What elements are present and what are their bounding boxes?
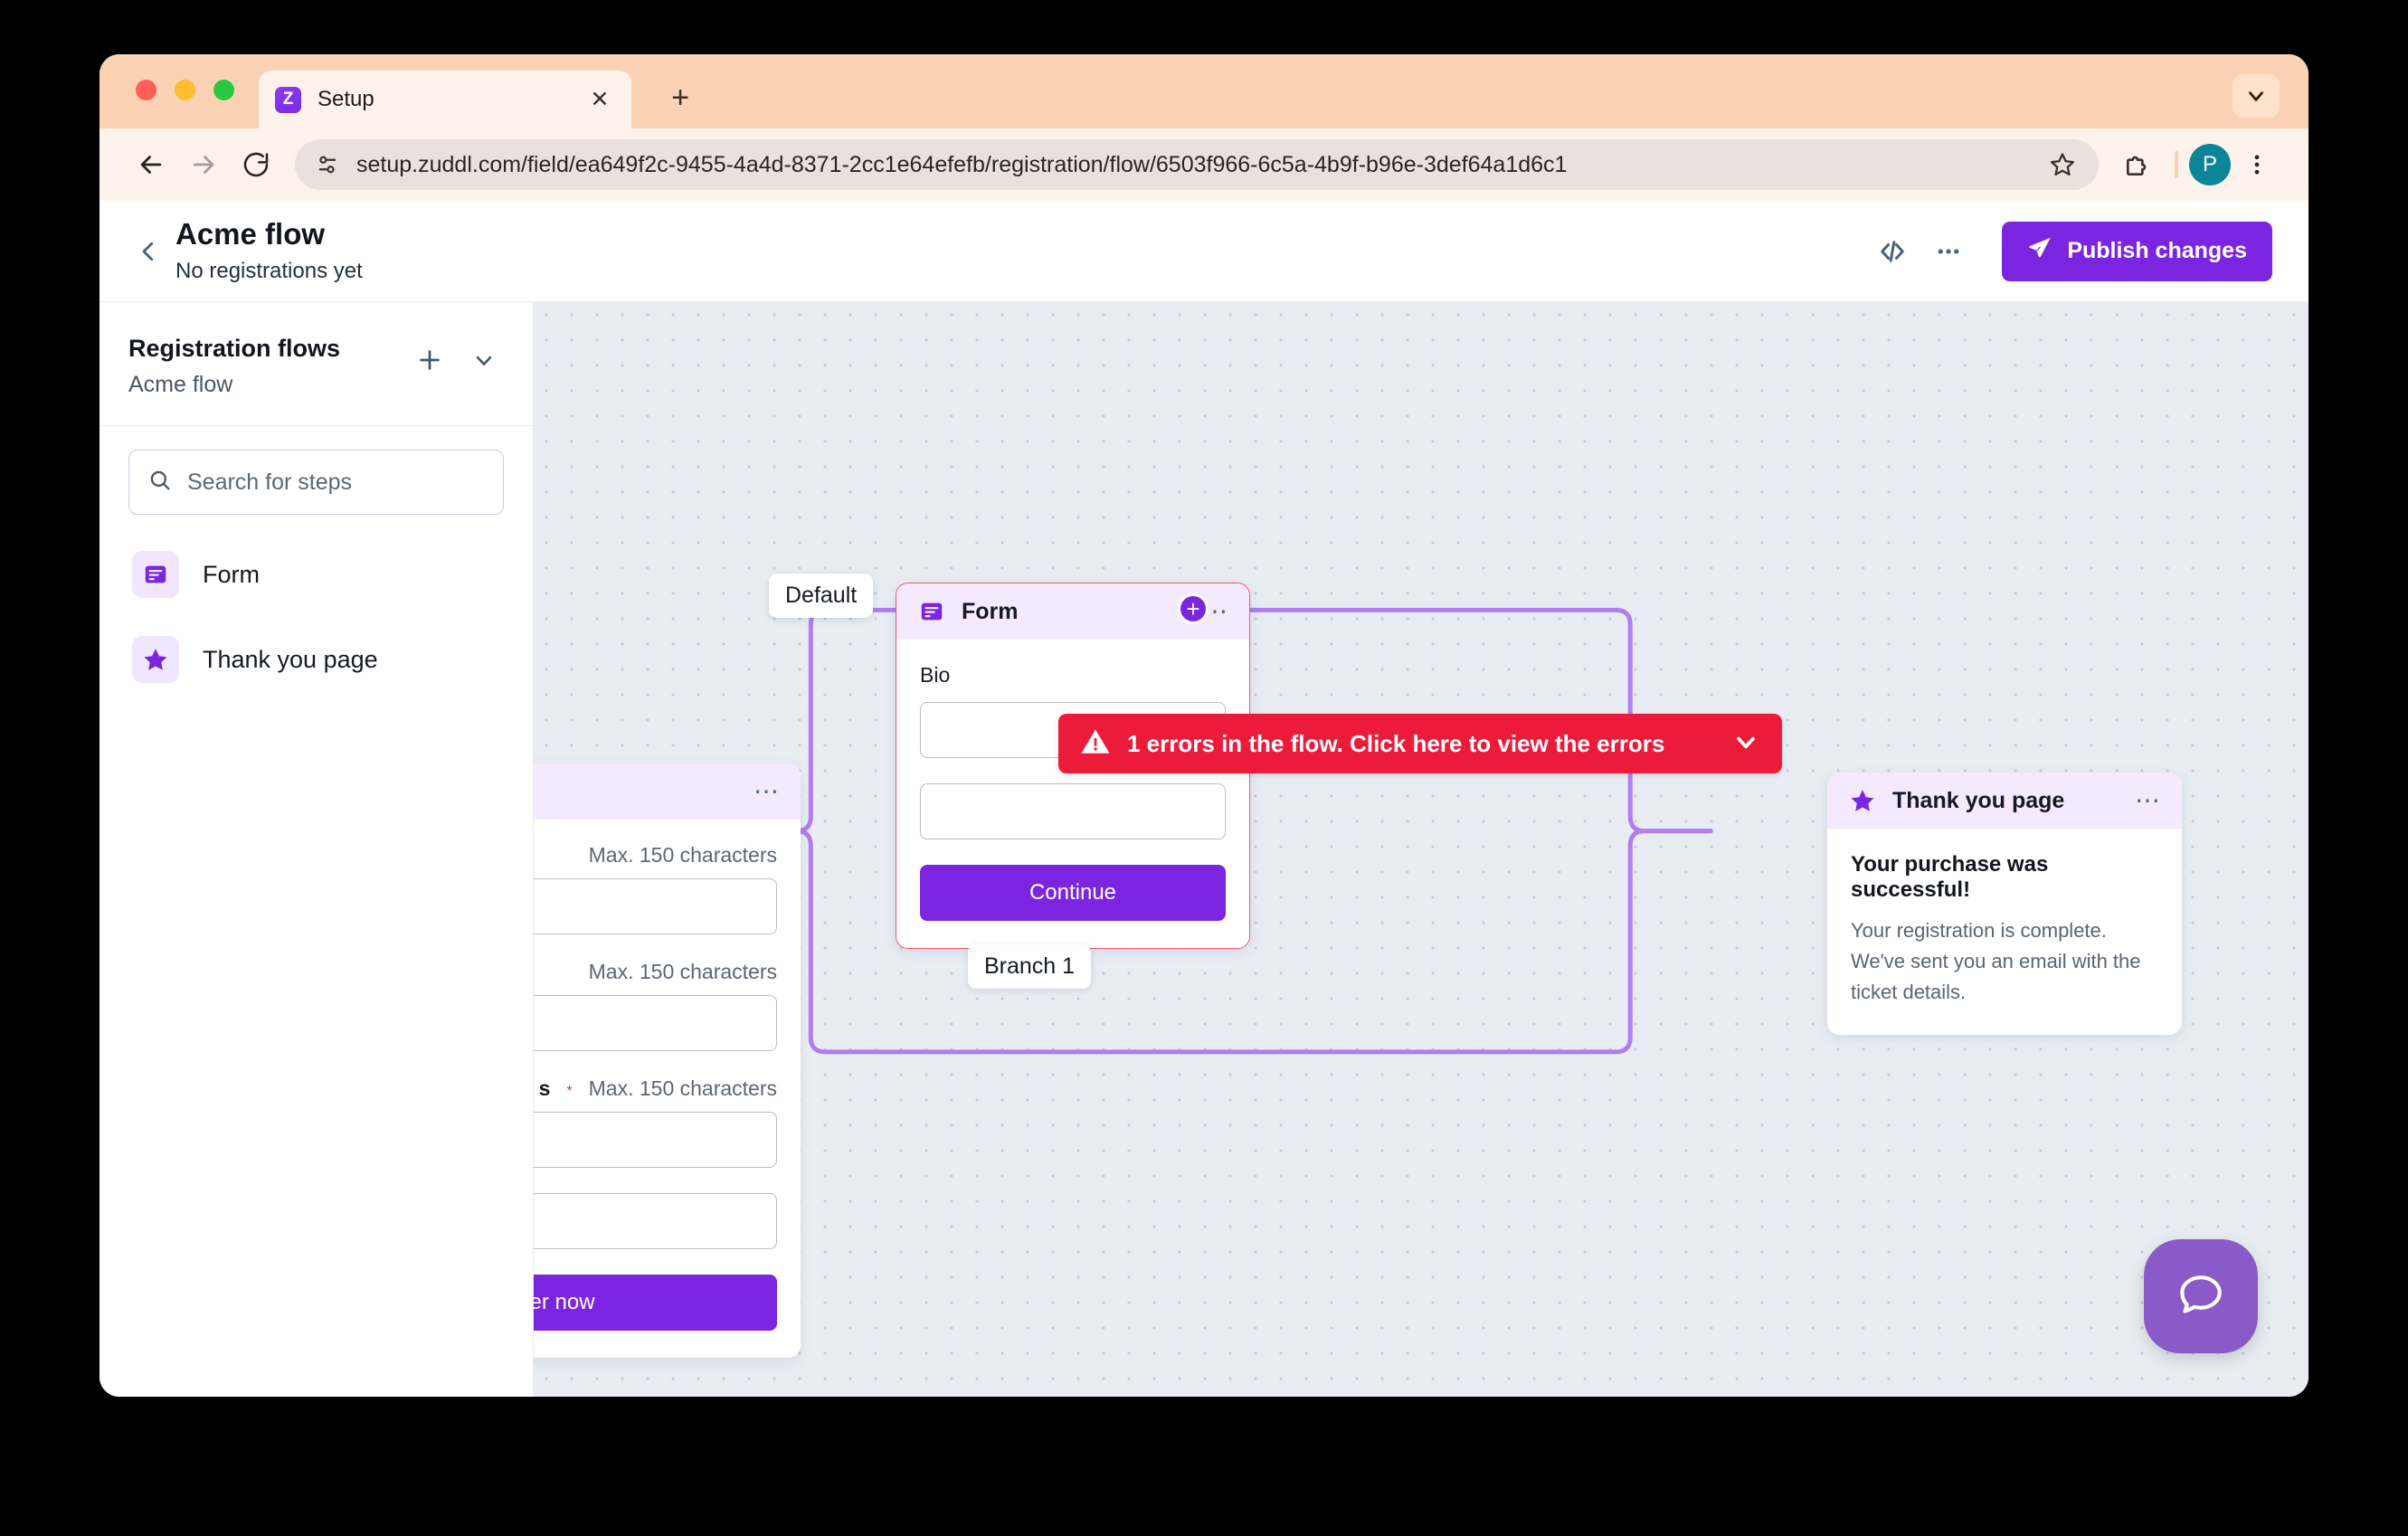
text-input[interactable] bbox=[920, 783, 1226, 839]
page-subtitle: No registrations yet bbox=[175, 258, 363, 283]
forward-icon[interactable] bbox=[177, 138, 230, 191]
close-icon[interactable]: ✕ bbox=[590, 86, 610, 112]
more-options-icon[interactable] bbox=[1920, 226, 1977, 277]
add-flow-icon[interactable] bbox=[410, 340, 450, 380]
bookmark-star-icon[interactable] bbox=[2041, 151, 2084, 178]
browser-menu-icon[interactable] bbox=[2231, 138, 2283, 191]
tab-strip: Z Setup ✕ + bbox=[100, 54, 2308, 128]
thank-you-body: Your registration is complete. We've sen… bbox=[1851, 919, 2141, 1004]
page-title: Acme flow bbox=[175, 217, 326, 251]
node-title: Thank you page bbox=[1892, 787, 2065, 813]
back-chevron-icon[interactable] bbox=[127, 230, 170, 273]
star-icon bbox=[132, 636, 179, 683]
header-actions: Publish changes bbox=[1864, 221, 2272, 281]
field-hint: Max. 150 characters bbox=[588, 960, 777, 983]
zuddl-favicon-icon: Z bbox=[275, 86, 301, 113]
app-header: Acme flow No registrations yet Publish c… bbox=[100, 201, 2308, 302]
publish-changes-label: Publish changes bbox=[2067, 238, 2247, 263]
new-tab-button[interactable]: + bbox=[671, 81, 689, 115]
continue-button[interactable]: Continue bbox=[920, 865, 1226, 921]
node-body: Your purchase was successful! Your regis… bbox=[1827, 829, 2182, 1036]
branch-label-branch1[interactable]: Branch 1 bbox=[968, 944, 1092, 989]
form-icon bbox=[916, 596, 947, 627]
browser-window: Z Setup ✕ + setup.zuddl.com/field/ea649f… bbox=[100, 54, 2308, 1397]
reload-icon[interactable] bbox=[230, 138, 282, 191]
search-steps-field[interactable] bbox=[128, 450, 504, 515]
search-icon bbox=[147, 468, 173, 498]
thank-you-title: Your purchase was successful! bbox=[1851, 852, 2049, 902]
branch-label-default[interactable]: Default bbox=[769, 574, 874, 618]
text-input[interactable] bbox=[534, 1193, 777, 1249]
search-input[interactable] bbox=[187, 469, 485, 496]
node-title: Form bbox=[962, 598, 1019, 624]
sidebar-steps-list: Form Thank you page bbox=[100, 515, 533, 708]
url-text: setup.zuddl.com/field/ea649f2c-9455-4a4d… bbox=[356, 151, 1568, 177]
field-row: Max. 150 characters bbox=[534, 960, 777, 984]
field-label: s bbox=[538, 1076, 551, 1100]
close-window-button[interactable] bbox=[136, 80, 156, 100]
warning-icon bbox=[1080, 726, 1111, 762]
flow-node-left-form[interactable]: ⋯ Max. 150 characters Max. 150 character… bbox=[534, 763, 801, 1358]
address-bar[interactable]: setup.zuddl.com/field/ea649f2c-9455-4a4d… bbox=[295, 139, 2099, 190]
extensions-icon[interactable] bbox=[2111, 138, 2164, 191]
error-banner-text: 1 errors in the flow. Click here to view… bbox=[1127, 729, 1665, 757]
more-options-icon[interactable]: ⋯ bbox=[754, 776, 781, 805]
avatar[interactable]: P bbox=[2189, 144, 2231, 185]
app-root: Acme flow No registrations yet Publish c… bbox=[100, 201, 2308, 1397]
sidebar-header-actions bbox=[410, 335, 504, 380]
field-label: Bio bbox=[920, 663, 951, 687]
node-header: Thank you page ⋯ bbox=[1827, 773, 2182, 829]
site-settings-icon[interactable] bbox=[309, 152, 346, 177]
sidebar-header: Registration flows Acme flow bbox=[100, 302, 533, 426]
node-body: Max. 150 characters Max. 150 characters … bbox=[534, 820, 801, 1358]
embed-code-icon[interactable] bbox=[1864, 226, 1920, 277]
field-hint: Max. 150 characters bbox=[588, 1076, 777, 1100]
sidebar-title: Registration flows bbox=[128, 335, 341, 362]
sidebar-header-texts: Registration flows Acme flow bbox=[128, 335, 410, 398]
add-step-icon[interactable]: + bbox=[1178, 593, 1209, 624]
sidebar-item-thank-you-page[interactable]: Thank you page bbox=[125, 623, 507, 696]
text-input[interactable] bbox=[534, 878, 777, 934]
field-row: s * Max. 150 characters bbox=[534, 1076, 777, 1101]
field-row: Max. 150 characters bbox=[534, 843, 777, 868]
toolbar-divider bbox=[2175, 151, 2178, 178]
text-input[interactable] bbox=[534, 1112, 777, 1168]
node-body: Bio Continue bbox=[896, 640, 1249, 948]
chat-bubble-icon bbox=[2173, 1266, 2229, 1327]
minimize-window-button[interactable] bbox=[175, 80, 195, 100]
text-input[interactable] bbox=[534, 995, 777, 1051]
header-titles: Acme flow No registrations yet bbox=[175, 218, 363, 283]
more-options-icon[interactable]: ⋯ bbox=[2135, 785, 2162, 814]
sidebar: Registration flows Acme flow bbox=[100, 302, 534, 1397]
window-traffic-lights bbox=[136, 80, 234, 100]
required-marker: * bbox=[566, 1084, 573, 1099]
back-icon[interactable] bbox=[125, 138, 177, 191]
publish-changes-button[interactable]: Publish changes bbox=[2002, 221, 2272, 281]
sidebar-search-wrap bbox=[100, 426, 533, 515]
flow-canvas[interactable]: 1 errors in the flow. Click here to view… bbox=[534, 302, 2308, 1397]
chevron-down-icon[interactable] bbox=[464, 340, 504, 380]
chevron-down-icon[interactable] bbox=[1731, 727, 1760, 761]
tab-title: Setup bbox=[318, 87, 374, 111]
browser-tab[interactable]: Z Setup ✕ bbox=[259, 71, 631, 128]
form-icon bbox=[132, 551, 179, 598]
star-icon bbox=[1847, 785, 1878, 816]
browser-toolbar: setup.zuddl.com/field/ea649f2c-9455-4a4d… bbox=[100, 128, 2308, 201]
send-icon bbox=[2027, 235, 2052, 267]
field-hint: Max. 150 characters bbox=[588, 843, 777, 867]
sidebar-item-form[interactable]: Form bbox=[125, 538, 507, 611]
sidebar-item-label: Form bbox=[203, 560, 260, 588]
chevron-down-icon[interactable] bbox=[2233, 74, 2280, 118]
chat-support-button[interactable] bbox=[2144, 1239, 2258, 1353]
maximize-window-button[interactable] bbox=[213, 80, 234, 100]
flow-node-thank-you-page[interactable]: Thank you page ⋯ Your purchase was succe… bbox=[1827, 773, 2182, 1036]
sidebar-subtitle: Acme flow bbox=[128, 372, 233, 397]
sidebar-item-label: Thank you page bbox=[203, 645, 378, 673]
error-banner[interactable]: 1 errors in the flow. Click here to view… bbox=[1058, 714, 1782, 773]
app-body: Registration flows Acme flow bbox=[100, 302, 2308, 1397]
register-now-button[interactable]: Register now bbox=[534, 1275, 777, 1331]
node-header: ⋯ bbox=[534, 763, 801, 820]
